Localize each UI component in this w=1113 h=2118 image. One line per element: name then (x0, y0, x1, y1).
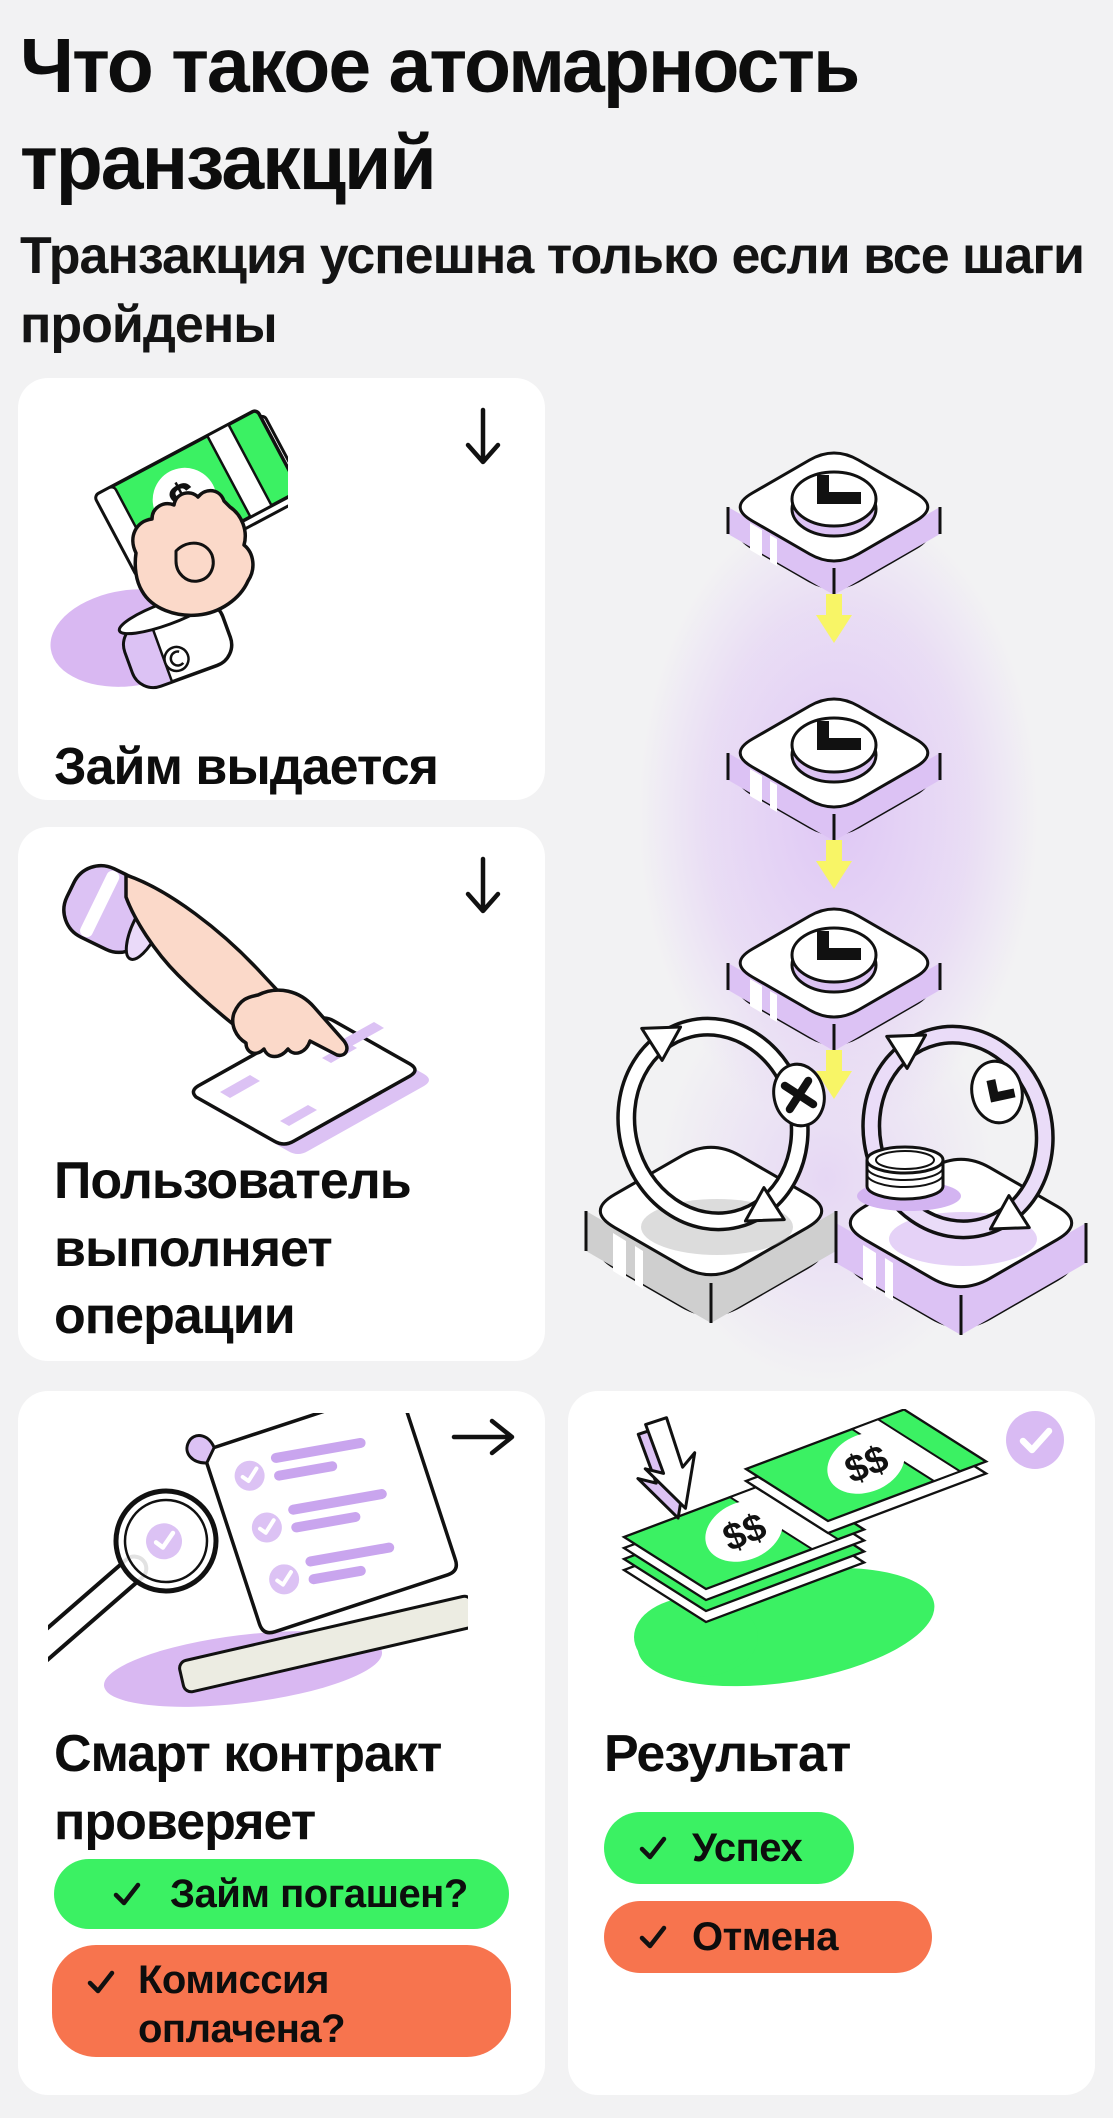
check-item (269, 1542, 395, 1595)
result-pill-cancel: Отмена (604, 1901, 932, 1973)
right-arrow-icon (451, 1418, 515, 1456)
clock-icon (970, 1059, 1024, 1125)
check-pill-loan-repaid: Займ погашен? (54, 1859, 509, 1929)
check-icon (1019, 1427, 1053, 1454)
check-pill-fee-paid: Комиссия оплачена? (52, 1945, 511, 2057)
coins-icon (857, 1145, 961, 1211)
pill-label: Успех (692, 1825, 803, 1870)
check-icon (639, 1925, 667, 1949)
contract-magnifier-illustration (48, 1413, 468, 1707)
hand-tapping-card-illustration (62, 863, 429, 1154)
clock-button-2 (728, 699, 940, 841)
money-stacks-illustration: $$ $$ (621, 1409, 989, 1687)
clock-button-1 (728, 453, 940, 595)
yellow-down-arrow-1 (816, 594, 852, 643)
plus-icon (772, 1062, 826, 1128)
rollback-block-plus (584, 1016, 838, 1323)
check-item (251, 1489, 387, 1543)
clock-button-3 (728, 909, 940, 1051)
hand-holding-money-illustration: $ (50, 409, 288, 690)
scroll-roll (178, 1594, 468, 1694)
card-result: $$ $$ Результат Успех (568, 1391, 1095, 2095)
card-label: Займ выдается (54, 738, 439, 796)
down-arrow-icon (465, 856, 501, 914)
check-icon (113, 1882, 141, 1906)
magnifier-icon (48, 1488, 219, 1666)
pill-label: Отмена (692, 1914, 838, 1959)
page-title: Что такое атомарность транзакций (20, 23, 860, 207)
page-subtitle: Транзакция успешна только если все шаги … (20, 227, 1085, 354)
down-arrow-icon (465, 407, 501, 465)
check-item (234, 1437, 366, 1491)
card-user-operations: Пользователь выполняет операции (18, 827, 545, 1361)
result-pill-success: Успех (604, 1812, 854, 1884)
card-label: Результат (604, 1725, 851, 1783)
yellow-down-arrow-2 (816, 840, 852, 889)
money-stack-top: $$ (743, 1409, 989, 1535)
transaction-steps-illustration (584, 360, 1088, 1335)
card-loan-issued: $ Займ выдается (18, 378, 545, 800)
contract-sheet (185, 1413, 459, 1635)
check-icon (87, 1970, 115, 1994)
pill-label: Комиссия оплачена? (138, 1958, 346, 2051)
success-badge (1006, 1411, 1064, 1469)
card-smart-contract: Смарт контракт проверяет Займ погашен? К… (18, 1391, 545, 2095)
card-label: Смарт контракт проверяет (54, 1725, 442, 1851)
pointing-hand (231, 988, 349, 1059)
check-icon (639, 1836, 667, 1860)
pill-label: Займ погашен? (170, 1871, 468, 1916)
down-arrow-3d-icon (636, 1416, 697, 1520)
rollback-block-clock (834, 1024, 1088, 1335)
card-label: Пользователь выполняет операции (54, 1152, 412, 1346)
